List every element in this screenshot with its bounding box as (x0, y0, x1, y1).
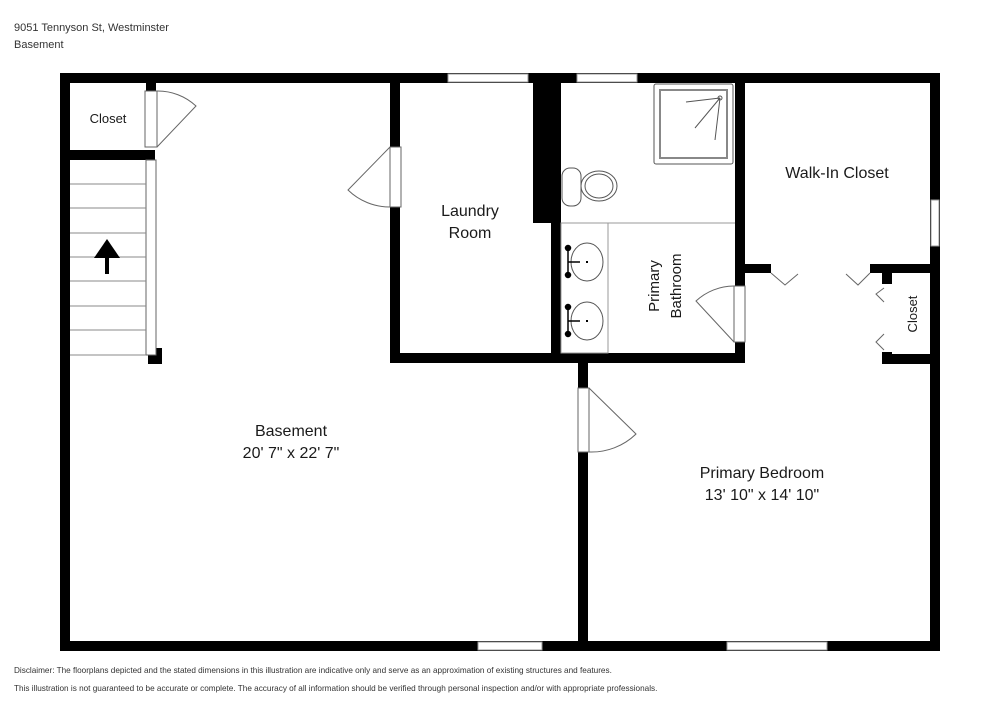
stairs (70, 159, 157, 356)
room-dimensions: 13' 10" x 14' 10" (704, 487, 820, 504)
room-label-walk-in-closet: Walk-In Closet (767, 163, 907, 185)
faucet-icons (564, 244, 588, 338)
room-label-primary-bedroom: Primary Bedroom 13' 10" x 14' 10" (672, 463, 852, 507)
stair-up-arrow-icon (94, 239, 120, 274)
room-dimensions: 20' 7" x 22' 7" (242, 445, 340, 462)
address: 9051 Tennyson St, Westminster (14, 22, 169, 34)
room-name-line1: Laundry (441, 203, 499, 220)
disclaimer-line-1: Disclaimer: The floorplans depicted and … (14, 666, 612, 675)
room-name-line2: Room (448, 225, 492, 242)
windows (447, 73, 940, 651)
room-name: Basement (254, 423, 328, 440)
room-name-line2: Bathroom (668, 253, 685, 319)
room-name-line1: Primary (646, 260, 663, 312)
room-name: Walk-In Closet (785, 165, 889, 182)
doors (144, 90, 885, 453)
room-label-closet-right: Closet (902, 284, 924, 344)
disclaimer-line-2: This illustration is not guaranteed to b… (14, 684, 658, 693)
level-name: Basement (14, 39, 64, 51)
room-name: Primary Bedroom (699, 465, 825, 482)
disclaimer: Disclaimer: The floorplans depicted and … (14, 662, 657, 698)
room-name: Closet (905, 295, 920, 333)
plan-header: 9051 Tennyson St, Westminster Basement (14, 20, 169, 54)
room-name: Closet (89, 111, 127, 126)
room-label-closet-top-left: Closet (78, 108, 138, 130)
room-label-laundry: Laundry Room (420, 201, 520, 245)
room-label-primary-bathroom: Primary Bathroom (644, 236, 688, 336)
room-label-basement: Basement 20' 7" x 22' 7" (211, 421, 371, 465)
walls (60, 73, 940, 651)
